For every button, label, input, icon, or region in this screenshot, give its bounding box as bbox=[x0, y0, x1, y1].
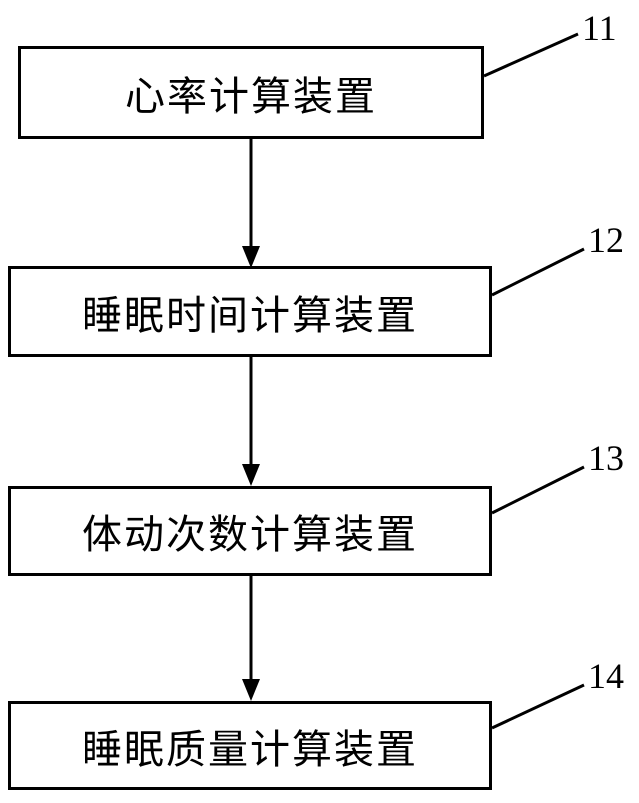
ref-label-13: 13 bbox=[588, 438, 624, 478]
box-heart-rate-calculation: 心率计算装置 bbox=[18, 46, 484, 139]
leader-line-14 bbox=[491, 683, 585, 730]
box-body-movement-calculation: 体动次数计算装置 bbox=[8, 486, 492, 576]
arrow-head-1 bbox=[242, 246, 260, 268]
box-sleep-time-label: 睡眠时间计算装置 bbox=[82, 292, 418, 338]
arrow-head-2 bbox=[242, 464, 260, 486]
arrow-head-3 bbox=[242, 679, 260, 701]
ref-label-11: 11 bbox=[582, 8, 617, 48]
box-sleep-quality-label: 睡眠质量计算装置 bbox=[82, 726, 418, 772]
box-heart-rate-label: 心率计算装置 bbox=[125, 73, 377, 119]
ref-label-12: 12 bbox=[588, 220, 624, 260]
leader-line-12 bbox=[491, 247, 585, 297]
box-sleep-quality-calculation: 睡眠质量计算装置 bbox=[8, 701, 492, 790]
leader-line-11 bbox=[483, 32, 579, 78]
box-body-movement-label: 体动次数计算装置 bbox=[82, 512, 418, 557]
ref-label-14: 14 bbox=[588, 656, 624, 696]
leader-line-13 bbox=[491, 465, 585, 515]
box-sleep-time-calculation: 睡眠时间计算装置 bbox=[8, 266, 492, 357]
